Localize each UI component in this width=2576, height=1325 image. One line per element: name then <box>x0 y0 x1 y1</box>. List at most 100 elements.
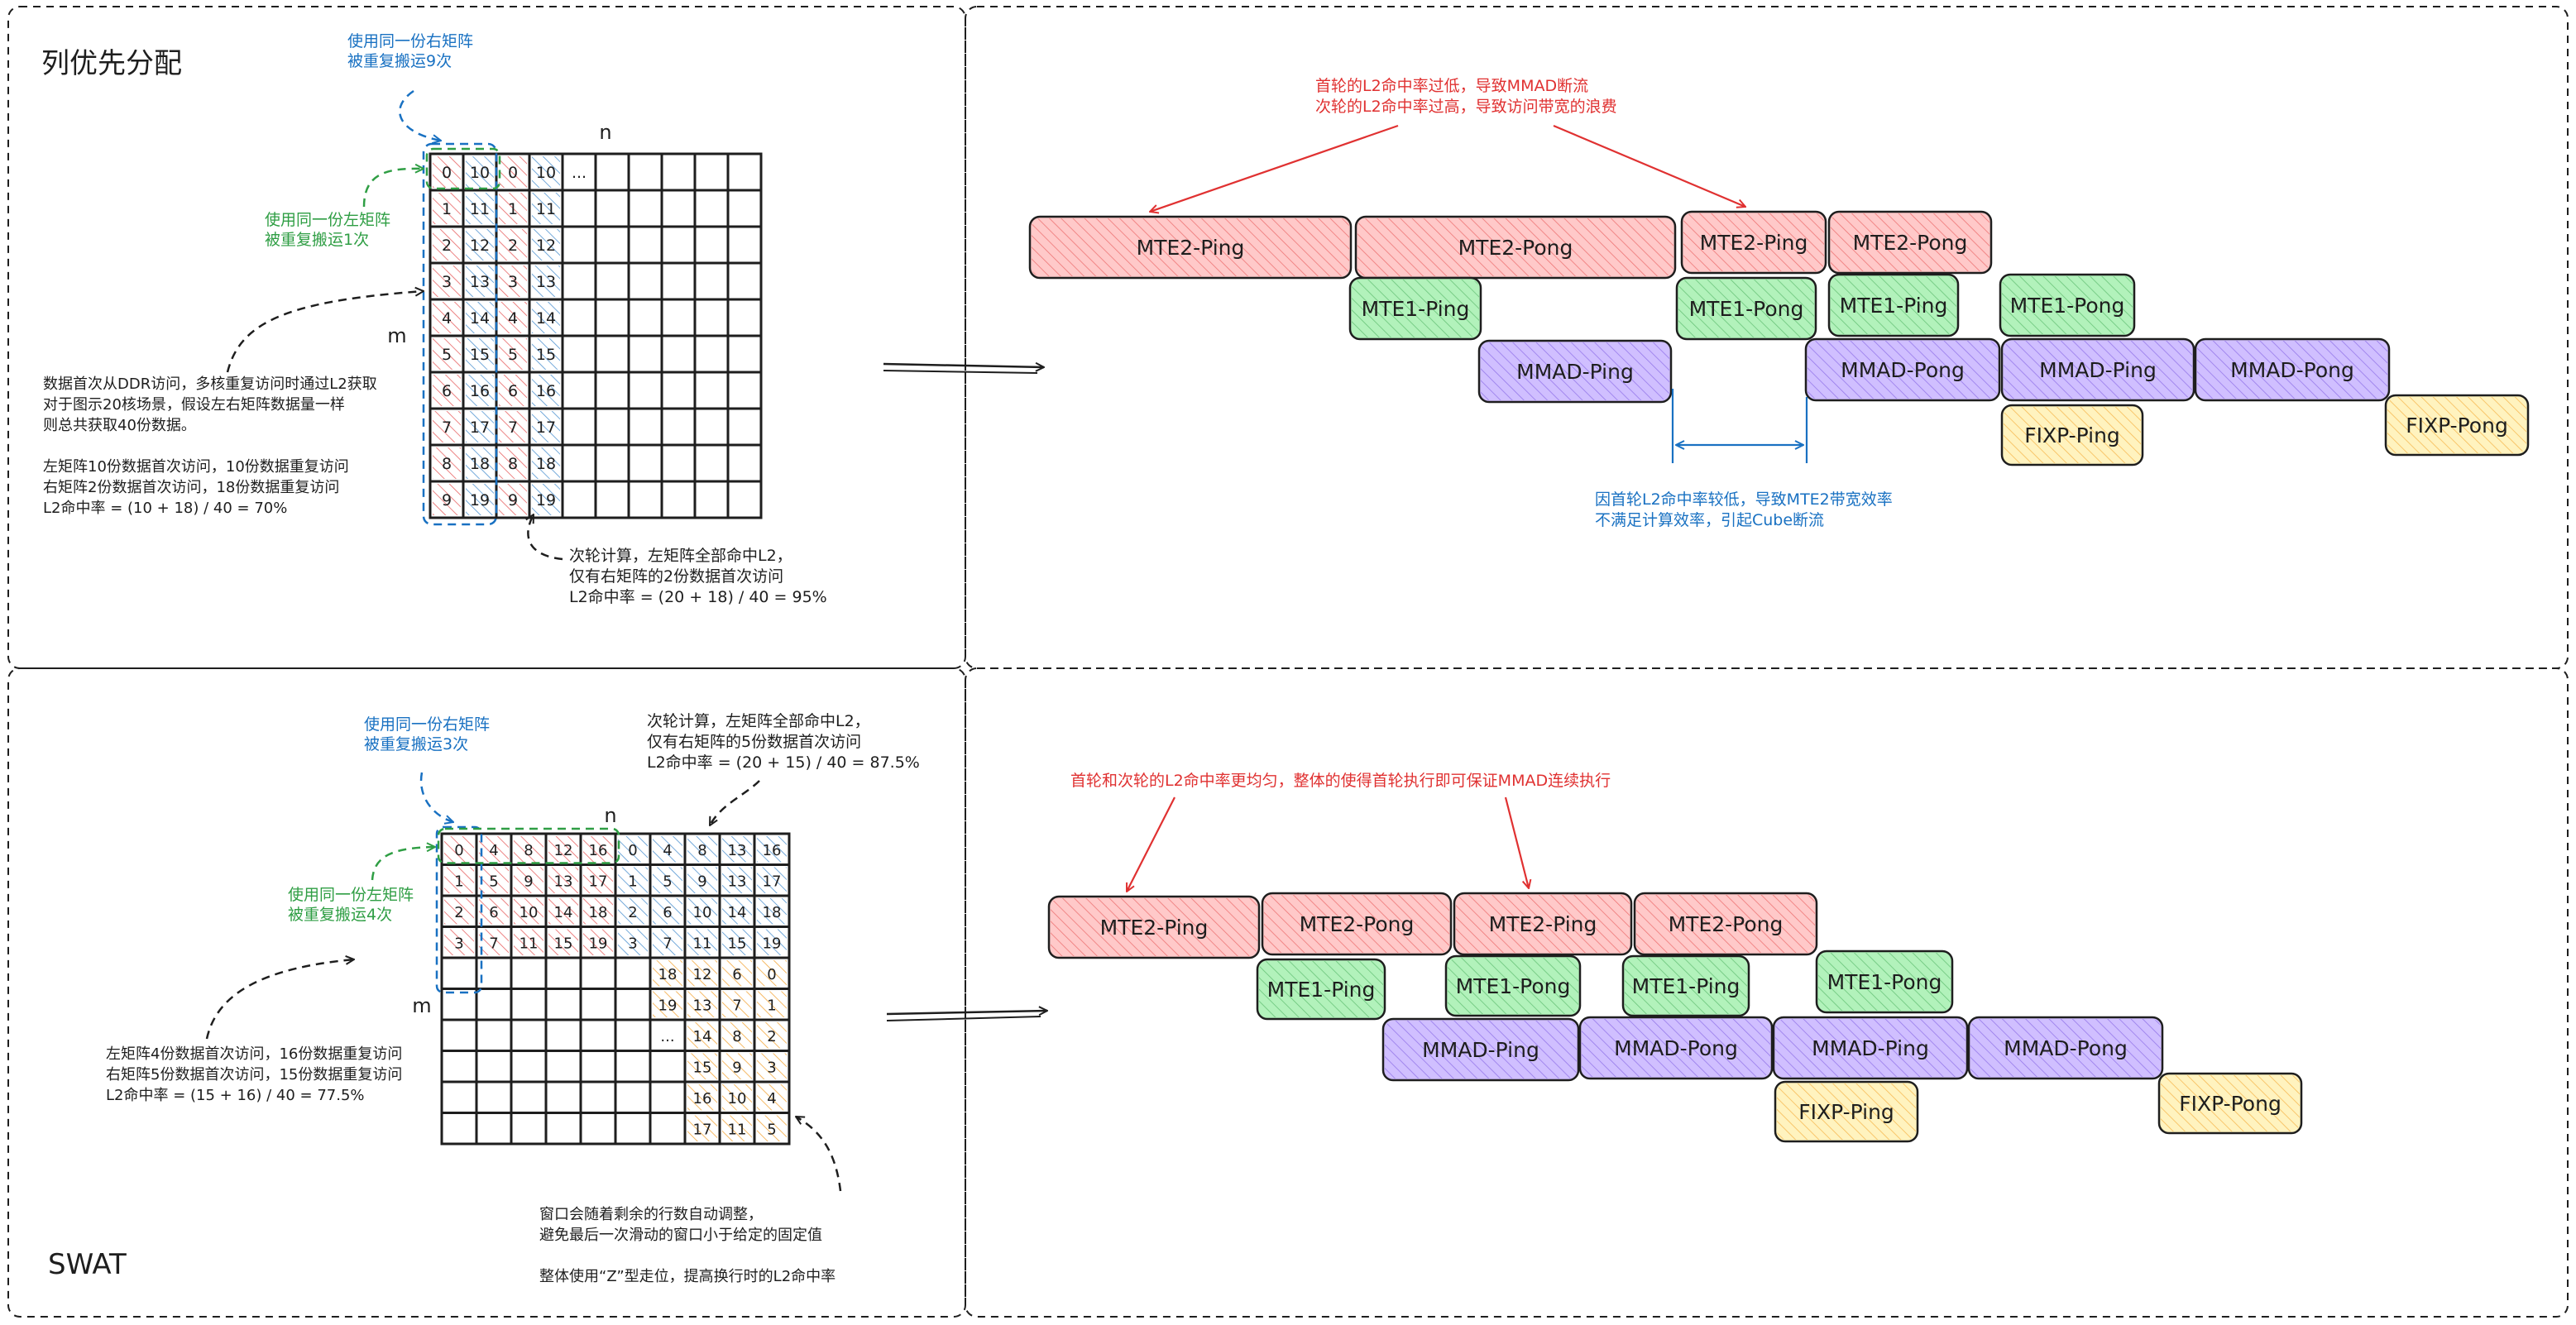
swat-label-m: m <box>412 994 431 1017</box>
bottom-mmad-box: MMAD-Ping <box>1772 1016 1969 1080</box>
right-matrix-cell-hatch <box>466 411 494 442</box>
swat-cell-value: 14 <box>693 1028 712 1045</box>
swat-cell-value: 4 <box>767 1090 776 1107</box>
swat-right-hatch <box>757 898 787 925</box>
swat-green-arrow <box>371 847 435 881</box>
bottom-mmad-box-label: MMAD-Ping <box>1812 1036 1929 1060</box>
top-mmad-box-hatch <box>1808 341 1998 399</box>
second-round-note: 次轮计算，左矩阵全部命中L2， <box>569 547 792 565</box>
blue-note-arrow <box>399 89 441 141</box>
grid-cell-value: 18 <box>536 455 556 473</box>
swat-left-hatch <box>583 929 613 955</box>
right-matrix-cell-hatch <box>466 229 494 261</box>
swat-cell-value: 12 <box>693 966 712 983</box>
right-matrix-cell-hatch <box>466 156 494 188</box>
grid-cell-value: 12 <box>470 237 490 255</box>
swat-window-hatch <box>757 1022 787 1049</box>
swat-left-hatch <box>479 898 509 925</box>
top-mte1-box-label: MTE1-Pong <box>2010 294 2125 318</box>
swat-cell-value: 11 <box>520 935 539 952</box>
bottom-mte2-box: MTE2-Ping <box>1453 892 1633 956</box>
transition-arrow-bottom-double <box>886 1016 1041 1021</box>
grid-cell-value: 7 <box>508 419 518 437</box>
bottom-fixp-box: FIXP-Pong <box>2157 1072 2303 1135</box>
bottom-mte2-box: MTE2-Ping <box>1047 895 1261 959</box>
grid-cell-value: 8 <box>442 455 452 473</box>
swat-left-hatch <box>583 867 613 893</box>
swat-grid <box>440 832 791 1146</box>
top-mmad-box-label: MMAD-Pong <box>1841 358 1965 382</box>
bottom-mmad-box: MMAD-Pong <box>1967 1016 2164 1080</box>
swat-cell-value: 10 <box>520 904 539 921</box>
swat-window-hatch <box>687 1053 717 1079</box>
swat-explanation-arrow <box>205 959 354 1040</box>
grid-cell-value: 7 <box>442 419 452 437</box>
swat-left-hatch <box>479 929 509 955</box>
bottom-fixp-box: FIXP-Ping <box>1774 1080 1919 1143</box>
panel-top-right <box>965 6 2569 669</box>
swat-left-hatch <box>514 929 543 955</box>
swat-cell-value: 17 <box>693 1121 712 1138</box>
swat-left-hatch <box>444 929 474 955</box>
top-mmad-box-label: MMAD-Ping <box>1516 360 1634 384</box>
swat-window-hatch <box>722 991 752 1017</box>
swat-blue-note: 使用同一份右矩阵 <box>364 715 490 734</box>
top-fixp-box: FIXP-Ping <box>2000 404 2144 466</box>
top-red-note: 次轮的L2命中率过高，导致访问带宽的浪费 <box>1315 98 1617 116</box>
bottom-mte1-box-hatch <box>1818 953 1951 1011</box>
swat-second-round-note: 仅有右矩阵的5份数据首次访问 <box>647 733 861 751</box>
left-matrix-cell-hatch <box>499 265 527 297</box>
left-matrix-cell-hatch <box>433 338 461 370</box>
swat-cell-value: 15 <box>554 935 573 952</box>
swat-cell-value: 8 <box>697 842 706 859</box>
hit-rate-explanation: 左矩阵10份数据首次访问，10份数据重复访问 <box>43 458 349 476</box>
top-mmad-box: MMAD-Pong <box>2194 337 2391 402</box>
right-matrix-cell-hatch <box>466 338 494 370</box>
grid-cell-value: 0 <box>508 164 518 182</box>
bottom-mmad-box-hatch <box>1385 1021 1577 1079</box>
swat-window-hatch <box>757 1053 787 1079</box>
bottom-red-note: 首轮和次轮的L2命中率更均匀，整体的使得首轮执行即可保证MMAD连续执行 <box>1070 772 1611 790</box>
top-mte1-box-label: MTE1-Ping <box>1362 297 1470 321</box>
swat-window-hatch <box>687 991 717 1017</box>
grid-cell-value: 6 <box>442 382 452 400</box>
left-matrix-cell-hatch <box>433 265 461 297</box>
swat-cell-value: 4 <box>489 842 498 859</box>
swat-cell-value: 13 <box>728 873 747 890</box>
swat-right-hatch <box>757 836 787 863</box>
left-matrix-cell-hatch <box>499 302 527 333</box>
blue-note: 被重复搬运9次 <box>347 52 452 70</box>
top-fixp-box-label: FIXP-Pong <box>2406 414 2508 438</box>
grid-cell-value: 15 <box>536 346 556 364</box>
swat-left-hatch <box>479 867 509 893</box>
hit-rate-explanation: L2命中率 = (10 + 18) / 40 = 70% <box>43 500 287 517</box>
top-mte2-box-hatch <box>1357 218 1673 276</box>
left-matrix-cell-hatch <box>433 484 461 515</box>
swat-cell-value: 5 <box>663 873 672 890</box>
swat-cell-value: 13 <box>728 842 747 859</box>
grid-cell-value: 4 <box>442 309 452 328</box>
transition-arrow-top <box>883 364 1044 367</box>
top-mte2-box-hatch <box>1831 213 1989 271</box>
grid-cell-value: 16 <box>536 382 556 400</box>
top-mte2-box-label: MTE2-Ping <box>1137 236 1245 260</box>
panel-title-bottom: SWAT <box>48 1248 127 1281</box>
right-matrix-cell-hatch <box>532 265 560 297</box>
swat-cell-value: 15 <box>693 1059 712 1076</box>
grid-cell-value: 16 <box>470 382 490 400</box>
swat-cell-value: 6 <box>663 904 672 921</box>
swat-right-hatch <box>687 898 717 925</box>
grid-cell-value: 6 <box>508 382 518 400</box>
swat-left-hatch <box>548 898 578 925</box>
top-mte1-box-hatch <box>2002 276 2133 334</box>
swat-cell-value: 11 <box>693 935 712 952</box>
swat-cell-value: 7 <box>732 997 741 1014</box>
swat-green-note: 使用同一份左矩阵 <box>288 886 414 904</box>
swat-left-hatch <box>479 836 509 863</box>
swat-hit-rate-explanation: 左矩阵4份数据首次访问，16份数据重复访问 <box>106 1045 402 1063</box>
left-matrix-cell-hatch <box>433 411 461 442</box>
transition-arrow-top-double <box>883 370 1038 374</box>
grid-cell-value: 9 <box>442 491 452 509</box>
swat-cell-value: 7 <box>663 935 672 952</box>
grid-cell-value: 1 <box>508 200 518 218</box>
